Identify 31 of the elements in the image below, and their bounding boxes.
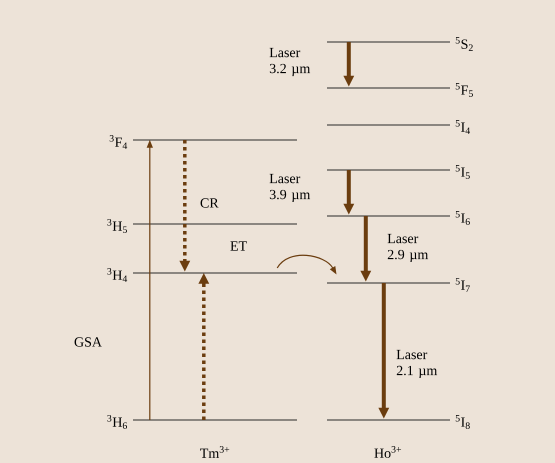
node-label: $^{3}$H$_{4}$ [107, 268, 128, 282]
energy-level: $^{3}$H$_{4}$ [107, 268, 297, 282]
edge-label: Laser 3.9 µm [270, 174, 310, 202]
node-label: $^{3}$H$_{5}$ [107, 219, 127, 233]
edge-label: Laser 2.9 µm [388, 234, 428, 262]
energy-level: $^{5}$I$_{4}$ [327, 120, 470, 134]
ion-label: Ho$^{3+}$ [374, 446, 402, 458]
node-label: $^{5}$I$_{5}$ [456, 165, 470, 179]
energy-level: $^{3}$F$_{4}$ [110, 135, 297, 149]
node-label: $^{5}$I$_{4}$ [456, 120, 470, 134]
node-label: $^{5}$I$_{7}$ [456, 278, 470, 292]
edge-label: CR [200, 198, 219, 208]
energy-level: $^{3}$H$_{5}$ [107, 219, 297, 233]
edge-label: GSA [74, 337, 102, 347]
energy-level: $^{5}$F$_{5}$ [327, 83, 473, 97]
edge-label: Laser 3.2 µm [270, 48, 310, 76]
node-label: $^{3}$F$_{4}$ [110, 135, 128, 149]
energy-level: $^{3}$H$_{6}$ [107, 415, 297, 429]
energy-level: $^{5}$I$_{8}$ [327, 415, 470, 429]
node-label: $^{5}$I$_{6}$ [456, 211, 470, 225]
node-label: $^{5}$S$_{2}$ [456, 37, 473, 51]
node-label: $^{3}$H$_{6}$ [107, 414, 128, 429]
energy-level: $^{5}$I$_{6}$ [327, 211, 470, 225]
ion-label: Tm$^{3+}$ [200, 446, 230, 458]
node-label: $^{5}$F$_{5}$ [456, 83, 473, 97]
edge-label: Laser 2.1 µm [396, 350, 438, 378]
node-label: $^{5}$I$_{8}$ [456, 415, 470, 429]
energy-level: $^{5}$I$_{7}$ [327, 278, 470, 292]
energy-level: $^{5}$I$_{5}$ [327, 165, 470, 179]
edge-label: ET [230, 241, 247, 251]
energy-level: $^{5}$S$_{2}$ [327, 37, 473, 51]
